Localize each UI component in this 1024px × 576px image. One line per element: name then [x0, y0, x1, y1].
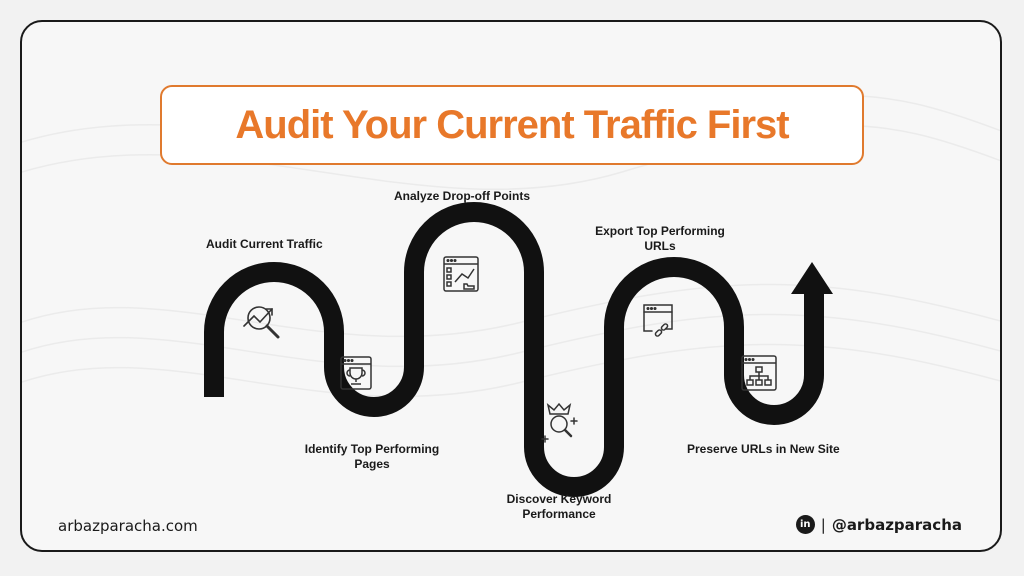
title-box: Audit Your Current Traffic First	[160, 85, 864, 165]
winding-road	[204, 202, 833, 497]
crown-search-icon	[541, 402, 578, 443]
step-4-label: Discover Keyword Performance	[506, 492, 612, 521]
page-title: Audit Your Current Traffic First	[235, 102, 789, 147]
road-path	[204, 202, 824, 497]
step-1-label: Audit Current Traffic	[206, 237, 323, 251]
step-2-label: Identify Top Performing Pages	[304, 442, 440, 471]
infographic-card: Audit Your Current Traffic First Audit C…	[20, 20, 1002, 552]
trophy-window-icon	[340, 356, 372, 390]
step-5-label: Export Top Performing URLs	[595, 224, 725, 253]
website-url[interactable]: arbazparacha.com	[58, 517, 198, 535]
traffic-magnifier-icon	[243, 306, 280, 339]
separator: |	[820, 515, 826, 534]
step-3-label: Analyze Drop-off Points	[394, 189, 531, 203]
link-window-icon	[643, 304, 673, 337]
sitemap-window-icon	[741, 355, 777, 391]
road-arrowhead	[791, 262, 833, 294]
step-6-label: Preserve URLs in New Site	[687, 442, 840, 456]
social-handle[interactable]: in | @arbazparacha	[795, 515, 962, 534]
analytics-window-icon	[443, 256, 479, 292]
linkedin-icon: in	[795, 515, 815, 534]
handle-text: @arbazparacha	[831, 515, 962, 534]
